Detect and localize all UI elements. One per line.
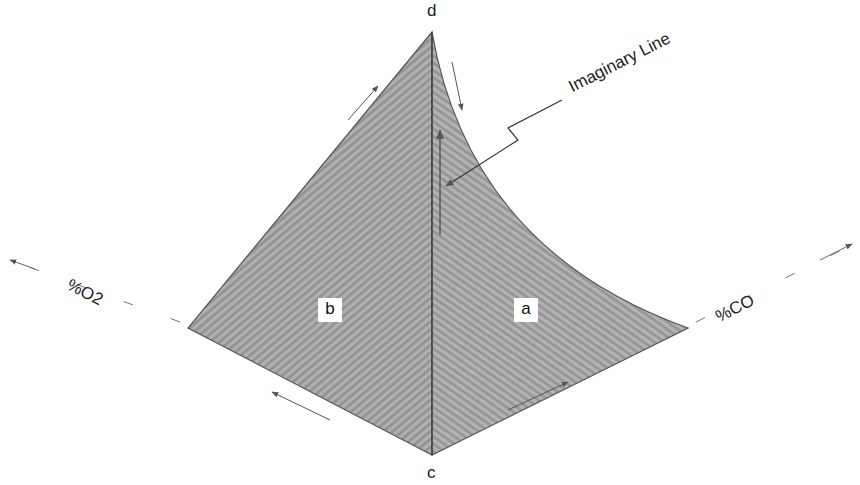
co-axis-arrow <box>820 244 852 260</box>
edge-arrow <box>272 392 330 420</box>
axis-label: %O2 <box>64 276 106 310</box>
vertex-label: d <box>427 2 436 21</box>
ridge-arrow <box>439 130 440 235</box>
leader-line <box>446 100 562 186</box>
callout-label: Imaginary Line <box>566 29 674 96</box>
edge-arrow <box>348 86 378 120</box>
axis-label: %CO <box>713 292 758 327</box>
edge-arrow <box>452 62 462 110</box>
region-letter: a <box>514 300 538 319</box>
face-a <box>432 32 688 455</box>
region-label-box: b <box>318 298 342 322</box>
edge-arrow <box>508 382 568 410</box>
imaginary-line <box>431 32 432 455</box>
o2-axis-arrow <box>10 260 35 269</box>
o2-axis <box>15 262 180 322</box>
face-b <box>188 32 432 455</box>
region-letter: b <box>318 300 342 319</box>
region-label-box: a <box>514 298 538 322</box>
vertex-label: c <box>427 464 436 483</box>
